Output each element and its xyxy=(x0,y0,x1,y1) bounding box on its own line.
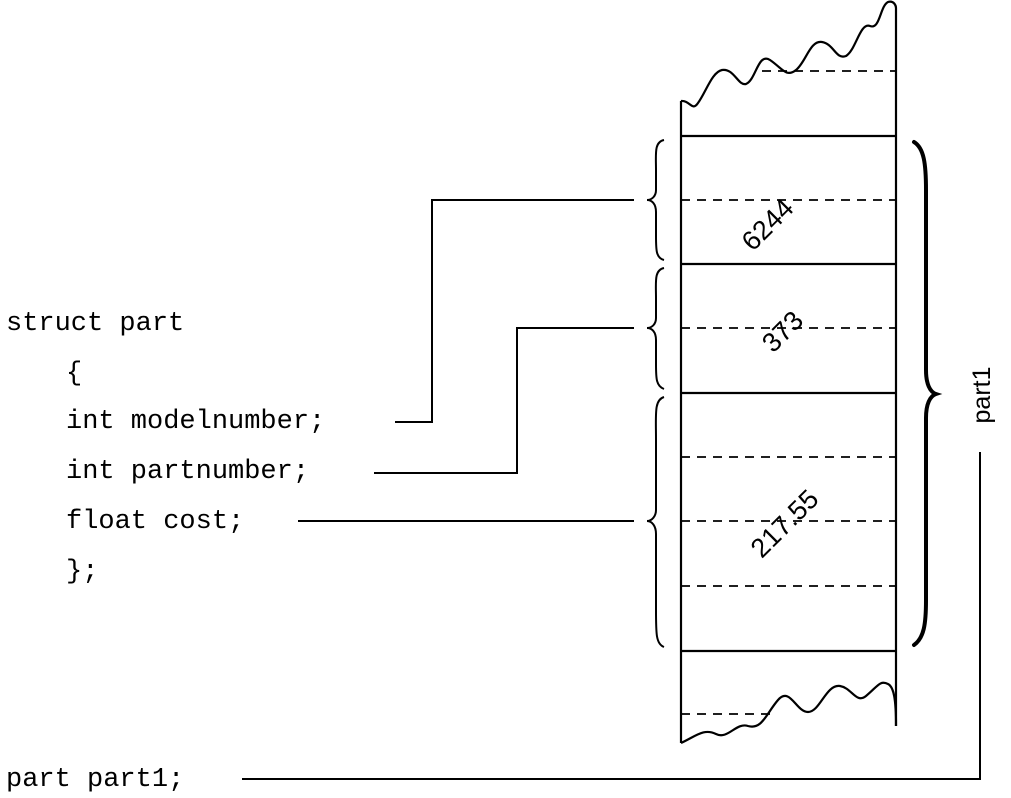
struct-declaration: struct part xyxy=(6,309,184,339)
partnumber-field: int partnumber; xyxy=(66,457,309,487)
modelnumber-value: 6244 xyxy=(736,193,800,257)
modelnumber-connector xyxy=(395,199,634,423)
memory-bottom-torn-edge xyxy=(680,681,898,744)
modelnumber-field: int modelnumber; xyxy=(66,407,325,437)
memory-column xyxy=(679,0,898,744)
variable-declaration: part part1; xyxy=(6,765,184,795)
partnumber-connector xyxy=(374,327,634,474)
close-brace: }; xyxy=(66,557,98,587)
open-brace: { xyxy=(66,359,82,389)
memory-top-torn-edge xyxy=(680,0,898,108)
partnumber-brace xyxy=(646,267,665,390)
cost-value: 217.55 xyxy=(745,484,825,564)
struct-instance-label: part1 xyxy=(968,367,996,424)
cost-brace xyxy=(646,396,665,648)
partnumber-value: 373 xyxy=(756,305,809,358)
cost-field: float cost; xyxy=(66,507,244,537)
modelnumber-brace xyxy=(646,139,665,261)
struct-brace xyxy=(912,140,943,647)
part1-connector xyxy=(242,452,981,780)
